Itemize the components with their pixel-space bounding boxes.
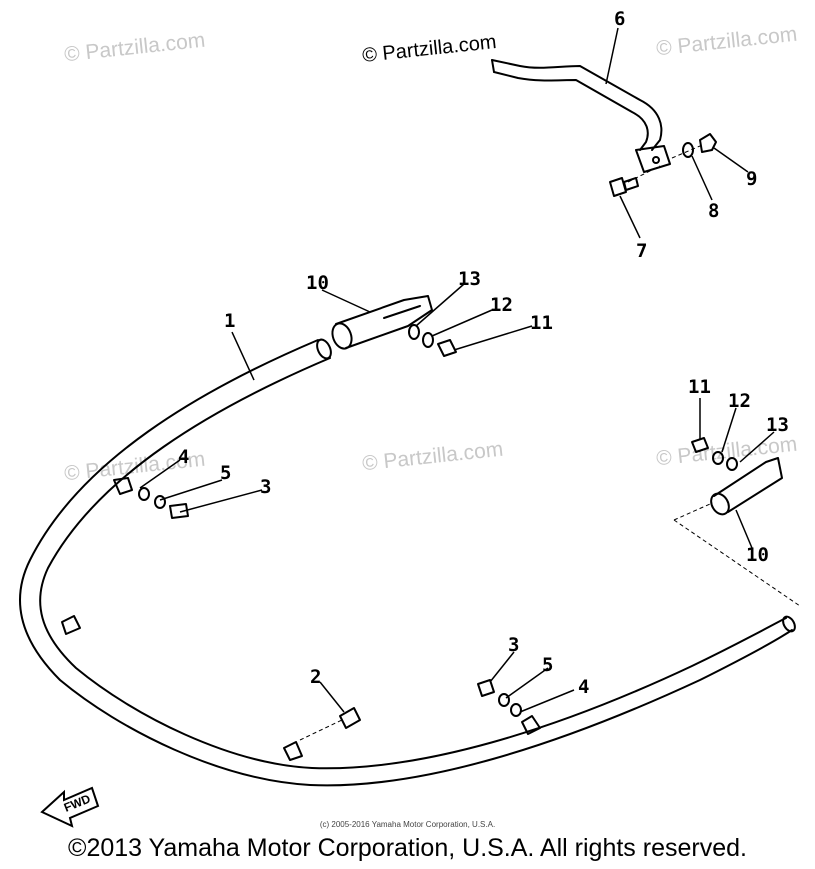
callout-13: 13	[766, 414, 789, 436]
callout-6: 6	[614, 8, 626, 30]
bracket-part-6	[491, 59, 671, 173]
callout-1: 1	[224, 310, 236, 332]
callout-9: 9	[746, 168, 758, 190]
callout-10: 10	[306, 272, 329, 294]
mount-part-10-upper	[331, 295, 433, 350]
callout-11: 11	[530, 312, 553, 334]
washer-part-12-upper	[422, 332, 434, 348]
callout-8: 8	[708, 200, 720, 222]
callout-5: 5	[542, 654, 554, 676]
small-copyright: (c) 2005-2016 Yamaha Motor Corporation, …	[319, 820, 496, 829]
callout-7: 7	[636, 240, 648, 262]
callout-11: 11	[688, 376, 711, 398]
callout-5: 5	[220, 462, 232, 484]
callout-4: 4	[578, 676, 590, 698]
bolt-part-11-right	[691, 437, 709, 453]
mount-part-10-right	[710, 457, 783, 516]
callout-3: 3	[508, 634, 520, 656]
washer-part-13-upper	[408, 324, 420, 340]
bolt-part-3-lower	[477, 679, 495, 697]
washer-part-5-lower	[498, 693, 510, 707]
main-rail	[19, 338, 796, 787]
callout-3: 3	[260, 476, 272, 498]
callout-12: 12	[728, 390, 751, 412]
washer-part-4-left	[138, 487, 150, 501]
copyright-notice: ©2013 Yamaha Motor Corporation, U.S.A. A…	[68, 834, 747, 862]
bolt-part-11-upper	[437, 339, 457, 357]
washer-part-12-right	[712, 451, 724, 465]
bolt-part-3-left	[169, 503, 189, 519]
rail-bosses	[61, 477, 541, 761]
washer-part-5-left	[154, 495, 166, 509]
leader-lines	[139, 27, 775, 713]
nut-part-9	[699, 133, 717, 153]
washer-part-8	[682, 142, 694, 158]
callout-10: 10	[746, 544, 769, 566]
bolt-part-7	[609, 177, 639, 197]
washer-part-13-right	[726, 457, 738, 471]
callout-2: 2	[310, 666, 322, 688]
washer-part-4-lower	[510, 703, 522, 717]
callout-13: 13	[458, 268, 481, 290]
callout-4: 4	[178, 446, 190, 468]
callout-12: 12	[490, 294, 513, 316]
assembly-lines	[299, 145, 801, 741]
bolt-part-2	[339, 707, 361, 729]
